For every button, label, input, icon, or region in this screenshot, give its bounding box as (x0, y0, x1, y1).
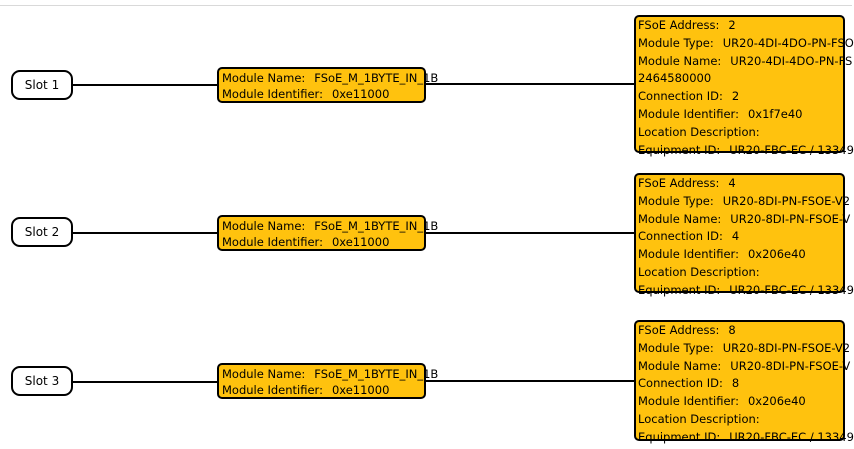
slot-3-node[interactable]: Slot 3 (11, 366, 73, 396)
device-3-equipment-id: UR20-FBC-EC / 13349 (729, 429, 854, 444)
device-1-connection-id: 2 (731, 89, 740, 104)
device-3-module-type: UR20-8DI-PN-FSOE-V2 (722, 340, 851, 355)
device-2-module-identifier: 0x206e40 (747, 247, 806, 262)
module-2-name: FSoE_M_1BYTE_IN_1B (314, 219, 439, 233)
device-1-module-identifier: 0x1f7e40 (747, 106, 803, 121)
device-3-module-identifier: 0x206e40 (747, 394, 806, 409)
device-1-fsoe-address: 2 (728, 18, 736, 32)
module-1-identifier: 0xe11000 (331, 87, 390, 101)
slot-1-node[interactable]: Slot 1 (11, 70, 73, 100)
device-1-module-name: UR20-4DI-4DO-PN-FS (730, 53, 853, 68)
module-1-node[interactable]: Module Name:FSoE_M_1BYTE_IN_1B Module Id… (217, 67, 439, 103)
device-2-equipment-id: UR20-FBC-EC / 13349 (729, 282, 854, 297)
slot-2-node[interactable]: Slot 2 (11, 217, 73, 247)
module-1-name: FSoE_M_1BYTE_IN_1B (314, 71, 439, 85)
module-3-identifier: 0xe11000 (331, 383, 390, 397)
top-divider (0, 5, 852, 6)
device-2-module-name: UR20-8DI-PN-FSOE-V (730, 211, 851, 226)
device-1-node[interactable]: FSoE Address:2 Module Type:UR20-4DI-4DO-… (634, 15, 854, 157)
device-2-node[interactable]: FSoE Address:4 Module Type:UR20-8DI-PN-F… (634, 173, 854, 297)
device-3-module-name: UR20-8DI-PN-FSOE-V (730, 358, 851, 373)
device-3-fsoe-address: 8 (728, 323, 736, 337)
device-2-fsoe-address: 4 (728, 176, 736, 190)
slot-3-label: Slot 3 (24, 374, 60, 388)
module-2-identifier: 0xe11000 (331, 235, 390, 249)
device-2-connection-id: 4 (731, 229, 740, 244)
device-3-connection-id: 8 (731, 376, 740, 391)
device-1-equipment-id: UR20-FBC-EC / 13349 (729, 142, 854, 157)
module-2-node[interactable]: Module Name:FSoE_M_1BYTE_IN_1B Module Id… (217, 215, 438, 251)
slot-1-label: Slot 1 (24, 78, 60, 92)
slot-2-label: Slot 2 (24, 225, 60, 239)
device-1-extra-line: 2464580000 (638, 71, 712, 86)
module-1-name-row: Module Name:FSoE_M_1BYTE_IN_1B (222, 71, 439, 85)
module-1-id-row: Module Identifier:0xe11000 (222, 87, 390, 101)
module-3-node[interactable]: Module Name:FSoE_M_1BYTE_IN_1B Module Id… (217, 363, 438, 399)
module-3-name: FSoE_M_1BYTE_IN_1B (314, 367, 439, 381)
device-3-node[interactable]: FSoE Address:8 Module Type:UR20-8DI-PN-F… (634, 320, 854, 444)
device-1-module-type: UR20-4DI-4DO-PN-FSO (722, 35, 854, 50)
device-2-module-type: UR20-8DI-PN-FSOE-V2 (722, 193, 851, 208)
